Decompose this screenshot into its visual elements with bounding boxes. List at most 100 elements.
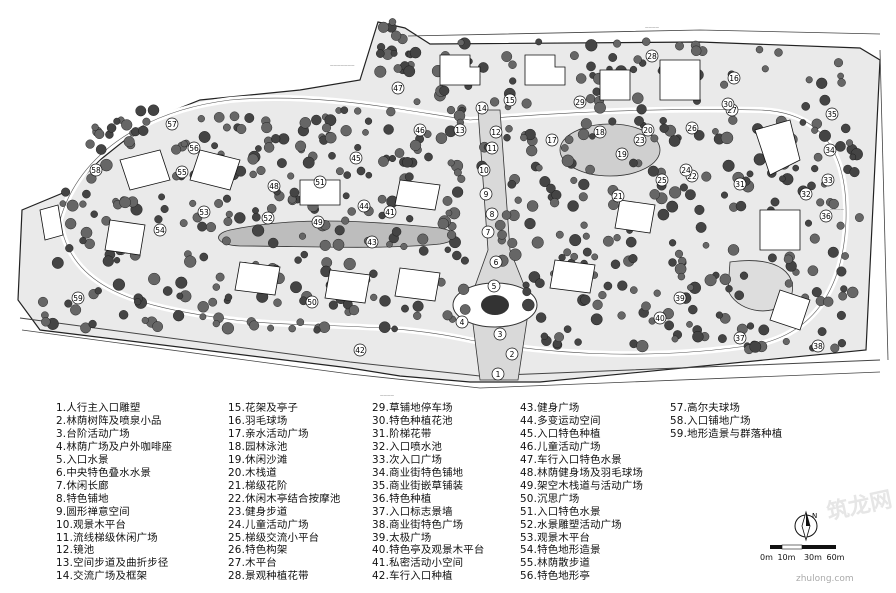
tree [390, 50, 398, 57]
tree [184, 255, 197, 268]
callout-number: 24 [681, 166, 691, 175]
tree [267, 324, 274, 332]
callout-marker [89, 163, 103, 177]
callout-number: 3 [498, 330, 503, 339]
callout-number: 13 [455, 126, 465, 135]
tree [41, 317, 51, 327]
tree [531, 236, 544, 249]
tree [393, 64, 403, 73]
tree [642, 37, 651, 46]
callout-marker [489, 125, 503, 139]
tree [805, 219, 813, 227]
callout-marker [611, 189, 625, 203]
tree [734, 290, 745, 301]
tree [617, 280, 628, 291]
legend-item: 25.梯级交流小平台 [228, 531, 320, 544]
callout-marker [313, 175, 327, 189]
tree [95, 144, 107, 155]
tree [749, 340, 762, 353]
tree [79, 237, 87, 245]
tree [391, 325, 398, 333]
callout-marker [455, 315, 469, 329]
tree [501, 51, 513, 62]
tree [592, 87, 601, 96]
tree [779, 175, 786, 183]
tree [668, 135, 681, 147]
tree [94, 129, 105, 140]
legend-item: 57.高尔夫球场 [670, 402, 741, 414]
tree [388, 18, 397, 26]
tree [80, 226, 93, 239]
tree [335, 167, 344, 176]
tree [524, 218, 536, 230]
tree [229, 111, 240, 122]
tree [51, 256, 64, 269]
callout-marker [825, 107, 839, 121]
tree [113, 117, 121, 125]
tree [135, 105, 147, 117]
callout-marker [413, 123, 427, 137]
tree [197, 115, 205, 123]
legend-item: 3.台阶活动广场 [56, 427, 130, 440]
tree [409, 139, 422, 152]
tree [625, 236, 637, 248]
callout-marker [799, 187, 813, 201]
legend-item: 49.架空木栈道与活动广场 [520, 479, 644, 492]
legend-item: 27.木平台 [228, 557, 277, 570]
tree [679, 183, 688, 192]
legend-item: 17.亲水活动广场 [228, 427, 309, 440]
callout-number: 30 [723, 100, 733, 109]
tree [659, 116, 667, 125]
tree [457, 39, 465, 46]
callout-marker [685, 121, 699, 135]
tree [712, 128, 719, 135]
legend-item: 56.特色地形亭 [520, 570, 591, 583]
legend-item: 43.健身广场 [520, 402, 580, 414]
tree [811, 287, 822, 298]
tree [591, 253, 599, 261]
tree [617, 311, 626, 320]
tree [657, 208, 670, 221]
tree [540, 332, 549, 340]
tree [849, 167, 860, 178]
tree [223, 217, 233, 227]
callout-number: 15 [505, 96, 515, 105]
callout-number: 45 [351, 154, 361, 163]
tree [823, 296, 834, 307]
tree [296, 318, 305, 327]
tree [633, 55, 642, 64]
callout-marker [187, 141, 201, 155]
tree [295, 140, 307, 152]
tree [503, 133, 511, 142]
plan-callouts: 1234567891011121314151617181920212223242… [71, 49, 839, 381]
tree [65, 218, 77, 230]
tree [675, 249, 684, 258]
tree [721, 191, 729, 199]
callout-marker [477, 163, 491, 177]
callout-marker [593, 125, 607, 139]
tree [580, 221, 588, 229]
tree [176, 292, 184, 300]
tree [66, 199, 79, 212]
tree [401, 304, 409, 313]
tree [686, 321, 693, 328]
tree [586, 61, 596, 72]
tree [801, 102, 811, 111]
north-arrow: N [794, 510, 818, 542]
tree [720, 80, 729, 89]
legend-item: 11.流线梯级休闲广场 [56, 531, 158, 544]
legend-item: 30.特色种植花池 [372, 414, 453, 427]
tree [563, 248, 572, 257]
tree [666, 200, 679, 213]
tree [830, 343, 840, 353]
legend-item: 28.景观种植花带 [228, 570, 309, 583]
tree [215, 272, 225, 282]
tree [725, 285, 733, 293]
tree [255, 145, 262, 152]
tree [546, 183, 556, 194]
callout-marker [655, 173, 669, 187]
callout-number: 39 [675, 294, 685, 303]
tree [641, 301, 651, 312]
legend-item: 35.商业街嵌草铺装 [372, 479, 464, 492]
watermark: zhulong.com [796, 574, 854, 584]
